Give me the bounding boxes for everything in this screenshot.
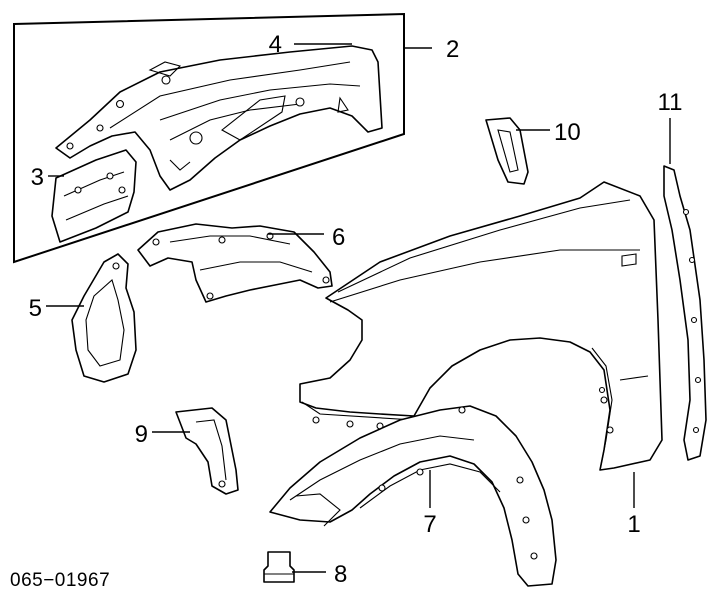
apron-seal-bracket <box>137 223 333 303</box>
front-fender-panel <box>299 181 663 471</box>
fender-liner-seal-5 <box>71 253 137 383</box>
callout-5: 5 <box>29 295 42 322</box>
callout-4: 4 <box>269 31 282 58</box>
fender-apron-panel <box>55 45 383 191</box>
apron-bracket-part <box>51 149 137 243</box>
fender-clip-8 <box>263 551 295 583</box>
fender-bracket-9 <box>175 407 239 495</box>
callout-3: 3 <box>31 164 44 191</box>
leader-lines <box>46 43 671 573</box>
callout-6: 6 <box>332 224 345 251</box>
callout-9: 9 <box>135 421 148 448</box>
callout-2: 2 <box>446 36 459 63</box>
callout-7: 7 <box>423 511 436 538</box>
callout-10: 10 <box>554 119 581 146</box>
fender-bracket-10 <box>485 117 529 185</box>
fender-liner-7 <box>269 405 557 587</box>
callout-1: 1 <box>627 511 640 538</box>
diagram-part-code: 065−01967 <box>10 570 110 591</box>
fender-side-seal-11 <box>663 165 707 461</box>
apron-assembly-frame <box>13 12 405 264</box>
callout-11: 11 <box>658 89 683 116</box>
callout-8: 8 <box>334 561 347 588</box>
